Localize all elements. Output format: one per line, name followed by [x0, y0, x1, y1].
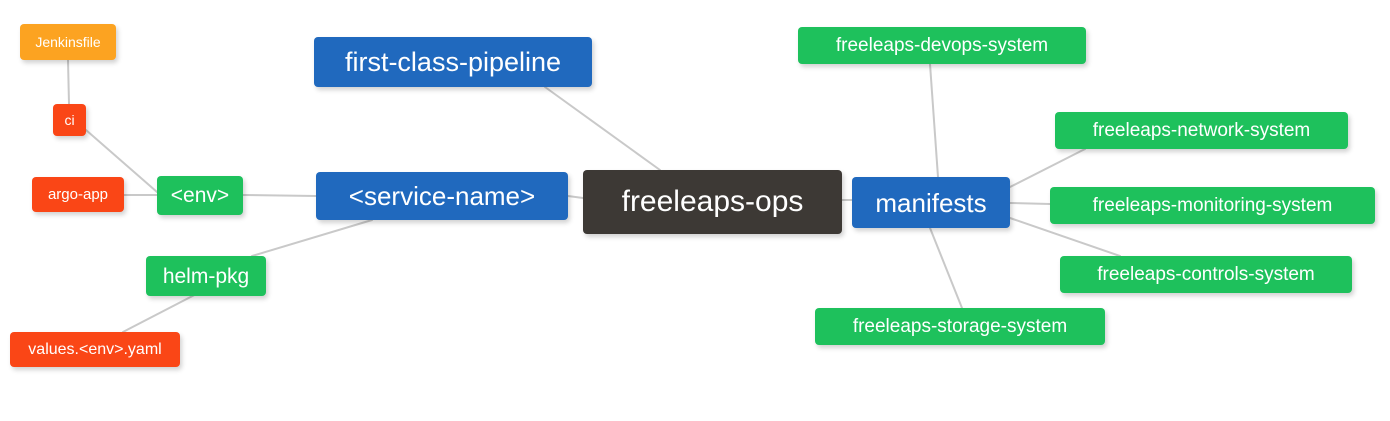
node-label-ci: ci: [64, 112, 75, 128]
mindmap-node-argo-app[interactable]: argo-app: [32, 177, 124, 212]
node-label-freeleaps-controls-system: freeleaps-controls-system: [1097, 264, 1315, 285]
mindmap-node-freeleaps-controls-system[interactable]: freeleaps-controls-system: [1060, 256, 1352, 293]
node-label-freeleaps-monitoring-system: freeleaps-monitoring-system: [1092, 195, 1333, 216]
mindmap-node-helm-pkg[interactable]: helm-pkg: [146, 256, 266, 296]
mindmap-node-freeleaps-monitoring-system[interactable]: freeleaps-monitoring-system: [1050, 187, 1375, 224]
edge-service-name-to-freeleaps-ops: [567, 195, 584, 199]
edge-manifests-to-freeleaps-network-system: [1009, 148, 1086, 188]
mindmap-node-env[interactable]: <env>: [157, 176, 243, 215]
node-label-first-class-pipeline: first-class-pipeline: [344, 46, 562, 77]
edge-first-class-pipeline-to-freeleaps-ops: [544, 86, 661, 171]
node-label-values-yaml: values.<env>.yaml: [28, 340, 162, 358]
edge-manifests-to-freeleaps-devops-system: [929, 63, 939, 178]
mindmap-node-freeleaps-network-system[interactable]: freeleaps-network-system: [1055, 112, 1348, 149]
edge-manifests-to-freeleaps-monitoring-system: [1009, 202, 1051, 205]
node-label-helm-pkg: helm-pkg: [162, 264, 250, 288]
mindmap-node-freeleaps-ops[interactable]: freeleaps-ops: [583, 170, 842, 234]
node-label-manifests: manifests: [875, 187, 987, 218]
edge-manifests-to-freeleaps-storage-system: [929, 227, 963, 309]
node-label-jenkinsfile: Jenkinsfile: [35, 34, 101, 50]
mindmap-node-ci[interactable]: ci: [53, 104, 86, 136]
mindmap-node-first-class-pipeline[interactable]: first-class-pipeline: [314, 37, 592, 87]
node-label-freeleaps-ops: freeleaps-ops: [621, 185, 804, 218]
edge-helm-pkg-to-service-name: [251, 219, 373, 257]
mindmap-node-freeleaps-devops-system[interactable]: freeleaps-devops-system: [798, 27, 1086, 64]
edge-jenkinsfile-to-ci: [67, 59, 70, 105]
mindmap-node-manifests[interactable]: manifests: [852, 177, 1010, 228]
node-label-freeleaps-network-system: freeleaps-network-system: [1092, 120, 1311, 141]
node-label-freeleaps-storage-system: freeleaps-storage-system: [852, 316, 1068, 337]
node-label-freeleaps-devops-system: freeleaps-devops-system: [835, 35, 1049, 56]
node-label-service-name: <service-name>: [348, 181, 536, 211]
mindmap-node-service-name[interactable]: <service-name>: [316, 172, 568, 220]
edge-env-to-service-name: [242, 194, 317, 197]
node-label-argo-app: argo-app: [47, 186, 109, 203]
node-label-env: <env>: [170, 184, 230, 207]
mindmap-node-values-yaml[interactable]: values.<env>.yaml: [10, 332, 180, 367]
mindmap-node-jenkinsfile[interactable]: Jenkinsfile: [20, 24, 116, 60]
mindmap-node-freeleaps-storage-system[interactable]: freeleaps-storage-system: [815, 308, 1105, 345]
